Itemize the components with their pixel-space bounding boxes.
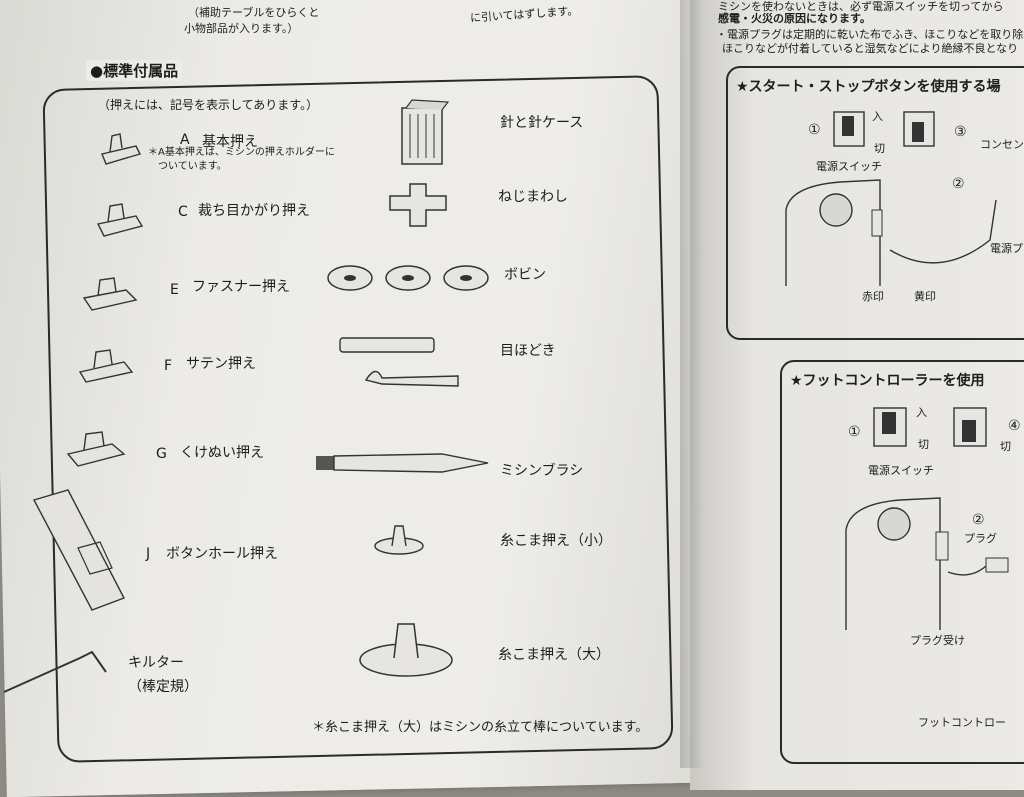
quilter-subname: （棒定規） <box>128 679 198 695</box>
section-title: ●標準付属品 <box>86 60 183 81</box>
foot-controller-box <box>780 360 1024 764</box>
spool-cap-small-label: 糸こま押え（小） <box>500 533 612 549</box>
foot-g-code: G <box>156 446 167 462</box>
right-top-line3: ・電源プラグは定期的に乾いた布でふき、ほこりなどを取り除 <box>716 28 1024 41</box>
box1-yellow-mark: 黄印 <box>914 290 936 303</box>
presser-foot-g-illustration <box>66 431 126 467</box>
presser-foot-e-illustration <box>82 277 138 311</box>
right-top-line2: 感電・火災の原因になります。 <box>718 12 871 25</box>
quilter-name: キルター <box>128 655 184 671</box>
box1-red-mark: 赤印 <box>862 290 884 303</box>
foot-a-note-2: ついています。 <box>158 161 227 172</box>
bobbins-illustration <box>327 265 489 291</box>
foot-j-code: J <box>146 546 151 562</box>
screwdriver-label: ねじまわし <box>498 189 568 205</box>
foot-j-name: ボタンホール押え <box>166 546 278 562</box>
presser-foot-c-illustration <box>96 203 144 237</box>
needle-case-illustration <box>401 99 450 165</box>
box2-off: 切 <box>918 438 929 451</box>
foot-controller-title: ★フットコントローラーを使用 <box>790 373 985 389</box>
bobbin-label: ボビン <box>504 267 546 283</box>
box2-foot-controller: フットコントロー <box>918 716 1006 729</box>
box2-switches <box>873 407 987 447</box>
box2-switch-label: 電源スイッチ <box>868 464 934 477</box>
foot-e-code: E <box>170 282 179 298</box>
foot-a-name: 基本押え <box>202 134 258 150</box>
spool-cap-small-illustration <box>374 525 424 555</box>
quilter-illustration <box>3 650 107 693</box>
book-gutter <box>680 0 702 768</box>
brush-illustration <box>316 453 489 473</box>
screwdriver-illustration <box>389 183 447 227</box>
spool-cap-large-label: 糸こま押え（大） <box>498 647 610 663</box>
foot-f-name: サテン押え <box>186 356 256 372</box>
box2-step2: ② <box>972 512 985 528</box>
box2-on: 入 <box>916 406 927 419</box>
presser-foot-a-illustration <box>101 133 142 165</box>
box2-jack: プラグ受け <box>910 634 965 647</box>
box1-off: 切 <box>874 142 885 155</box>
box1-step1: ① <box>808 122 821 138</box>
foot-a-code: A <box>180 132 190 148</box>
box1-plug: 電源プ <box>990 242 1023 255</box>
box1-step3: ③ <box>954 124 967 140</box>
seam-ripper-illustration <box>339 337 459 387</box>
foot-c-code: C <box>178 204 188 220</box>
box2-plug: プラグ <box>964 532 997 545</box>
presser-foot-f-illustration <box>78 349 134 383</box>
start-stop-title: ★スタート・ストップボタンを使用する場 <box>736 79 1001 95</box>
needle-case-label: 針と針ケース <box>500 115 584 131</box>
foot-c-name: 裁ち目かがり押え <box>198 203 310 219</box>
box1-switch-label: 電源スイッチ <box>816 160 882 173</box>
foot-f-code: F <box>164 358 173 374</box>
box1-step2: ② <box>952 176 965 192</box>
footnote: ＊糸こま押え（大）はミシンの糸立て棒についています。 <box>312 720 649 735</box>
top-note-line1: （補助テーブルをひらくと <box>188 6 320 19</box>
presser-foot-note: （押えには、記号を表示してあります。） <box>98 98 319 112</box>
box1-machine-drawing <box>785 179 997 286</box>
brush-label: ミシンブラシ <box>500 463 584 479</box>
box1-on: 入 <box>872 110 883 123</box>
right-top-line4: ほこりなどが付着していると湿気などにより絶縁不良となり <box>722 42 1019 55</box>
box2-off-right: 切 <box>1000 440 1011 453</box>
box2-step4: ④ <box>1008 418 1021 434</box>
foot-a-note-1: ＊A基本押えは、ミシンの押えホルダーに <box>148 147 335 158</box>
spool-cap-large-illustration <box>359 623 453 677</box>
presser-foot-j-illustration <box>32 489 125 611</box>
box1-switches <box>833 111 935 147</box>
box2-step1: ① <box>848 424 861 440</box>
seam-ripper-label: 目ほどき <box>500 343 556 359</box>
foot-g-name: くけぬい押え <box>180 445 264 461</box>
box1-outlet: コンセン <box>980 138 1024 151</box>
start-stop-box <box>726 66 1024 340</box>
box2-machine-drawing <box>845 497 1009 630</box>
top-note-line2: 小物部品が入ります。） <box>184 22 299 35</box>
foot-e-name: ファスナー押え <box>192 279 290 295</box>
right-top-line1: ミシンを使わないときは、必ず電源スイッチを切ってから <box>718 0 1004 13</box>
